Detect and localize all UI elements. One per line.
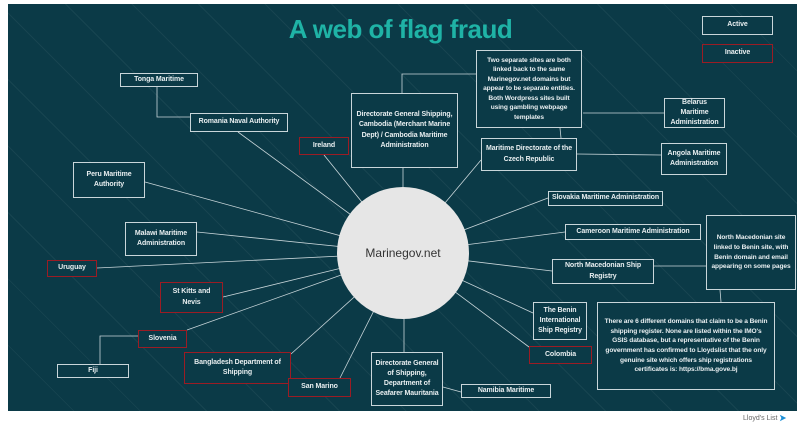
legend-inactive: Inactive (702, 44, 773, 63)
node-tonga: Tonga Maritime (120, 73, 198, 87)
lloyds-list-logo: Lloyd's List (743, 414, 787, 422)
node-st-kitts: St Kitts and Nevis (160, 282, 223, 313)
line-note-czech (559, 127, 562, 139)
hub-marinegov: Marinegov.net (337, 187, 469, 319)
node-fiji: Fiji (57, 364, 129, 378)
note-north-macedonia: North Macedonian site linked to Benin si… (706, 215, 796, 290)
legend-active: Active (702, 16, 773, 35)
logo-chevron-icon (780, 414, 787, 422)
page-title: A web of flag fraud (288, 14, 513, 44)
node-peru: Peru Maritime Authority (73, 162, 145, 198)
note-two-sites: Two separate sites are both linked back … (476, 50, 582, 128)
node-colombia: Colombia (529, 346, 592, 364)
line-slovenia-fiji (99, 335, 138, 364)
node-benin: The Benin International Ship Registry (533, 302, 587, 340)
node-namibia: Namibia Maritime (461, 384, 551, 398)
node-slovakia: Slovakia Maritime Administration (548, 191, 663, 206)
line-mauritania-namibia (442, 386, 462, 393)
node-malawi: Malawi Maritime Administration (125, 222, 197, 256)
node-uruguay: Uruguay (47, 260, 97, 277)
line-nmac-benin-note (719, 289, 722, 303)
node-cambodia: Directorate General Shipping, Cambodia (… (351, 93, 458, 168)
node-slovenia: Slovenia (138, 330, 187, 348)
node-bangladesh: Bangladesh Department of Shipping (184, 352, 291, 384)
line-czech-angola (576, 153, 662, 156)
logo-text: Lloyd's List (743, 414, 778, 422)
node-romania: Romania Naval Authority (190, 113, 288, 132)
node-mauritania: Directorate General of Shipping, Departm… (371, 352, 443, 406)
node-san-marino: San Marino (288, 378, 351, 397)
line-cambodia-note (401, 73, 476, 93)
note-benin: There are 6 different domains that claim… (597, 302, 775, 390)
node-ireland: Ireland (299, 137, 349, 155)
node-angola: Angola Maritime Administration (661, 143, 727, 175)
line-tonga-romania (156, 87, 190, 118)
node-north-macedonia: North Macedonian Ship Registry (552, 259, 654, 284)
node-belarus: Belarus Maritime Administration (664, 98, 725, 128)
node-czech: Maritime Directorate of the Czech Republ… (481, 138, 577, 171)
node-cameroon: Cameroon Maritime Administration (565, 224, 701, 240)
